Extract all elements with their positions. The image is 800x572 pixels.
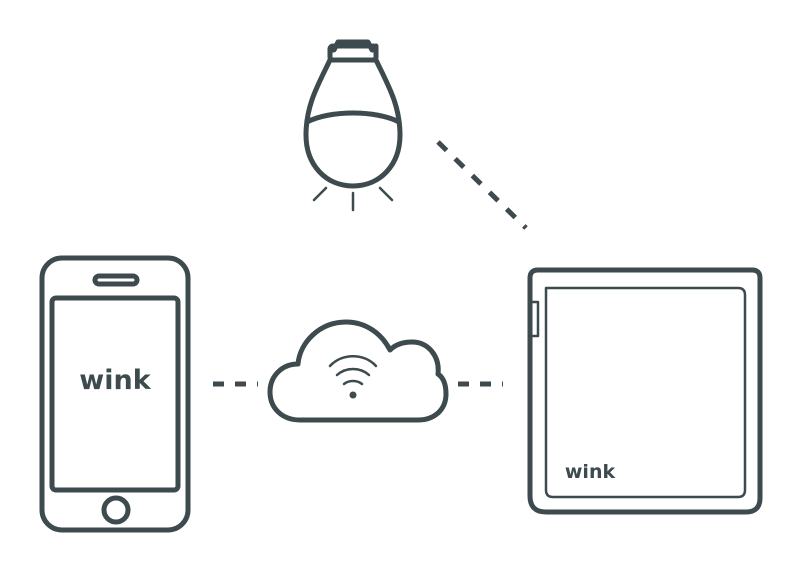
smartphone-icon: wink (39, 255, 191, 533)
speaker-slot (92, 273, 140, 287)
cloud-wifi-icon (267, 319, 449, 423)
hub-wink-logo: wink (565, 461, 616, 483)
wifi-icon (328, 355, 378, 399)
phone-wink-logo: wink (79, 365, 151, 396)
hub-device-icon: wink (527, 267, 763, 515)
light-bulb-icon (303, 39, 403, 212)
light-ray (378, 186, 394, 202)
light-ray (312, 186, 328, 202)
bulb-hub-connection (436, 140, 528, 230)
home-button (101, 495, 131, 525)
